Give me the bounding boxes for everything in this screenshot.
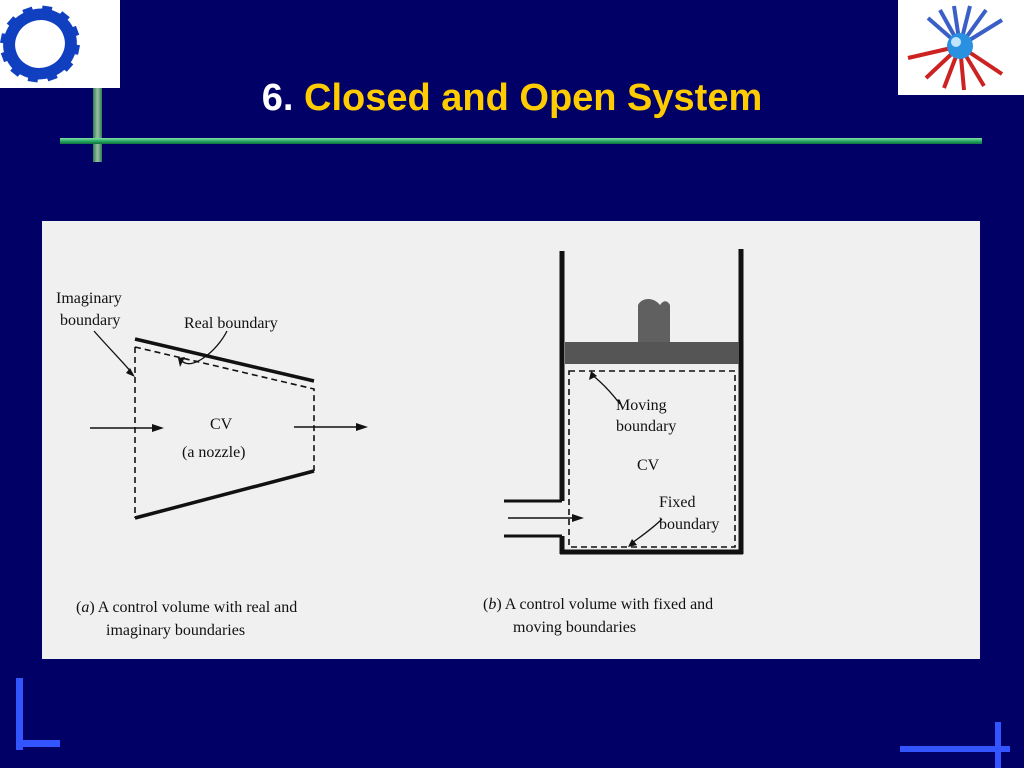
caption-a: (a) A control volume with real and <box>76 599 297 616</box>
left-logo <box>0 0 120 88</box>
moving-boundary-label-2: boundary <box>616 418 676 435</box>
imaginary-boundary-label-2: boundary <box>60 312 120 329</box>
cylinder-cv-label: CV <box>637 457 660 474</box>
fixed-boundary-label-2: boundary <box>659 516 719 533</box>
corner-mark-right-horizontal <box>900 746 1010 752</box>
caption-b: (b) A control volume with fixed and <box>483 596 713 613</box>
corner-mark-left-horizontal <box>16 740 60 747</box>
caption-a-line1: A control volume with real and <box>95 599 298 616</box>
moving-boundary-label: Moving <box>616 397 667 414</box>
caption-a-letter: a <box>81 599 89 616</box>
fan-globe-logo-icon <box>907 5 1004 91</box>
fixed-boundary-label: Fixed <box>659 494 695 511</box>
real-boundary-label: Real boundary <box>184 315 278 332</box>
corner-mark-right-vertical <box>995 722 1001 768</box>
caption-b-letter: b <box>488 596 496 613</box>
caption-b-line1: A control volume with fixed and <box>502 596 714 613</box>
caption-b-line2: moving boundaries <box>513 619 636 636</box>
piston-cylinder-diagram <box>504 249 744 555</box>
slide-title: 6. Closed and Open System <box>0 74 1024 122</box>
imaginary-boundary-label: Imaginary <box>56 290 122 307</box>
corner-mark-left-vertical <box>16 678 23 750</box>
nozzle-sub-label: (a nozzle) <box>182 444 246 461</box>
vertical-divider <box>93 88 102 162</box>
nozzle-diagram <box>90 330 368 520</box>
nozzle-cv-label: CV <box>210 416 233 433</box>
title-number: 6. <box>261 77 294 119</box>
right-logo <box>898 0 1024 95</box>
caption-a-line2: imaginary boundaries <box>106 622 245 639</box>
title-text: Closed and Open System <box>304 77 763 119</box>
horizontal-divider <box>60 138 982 144</box>
gear-logo-icon <box>0 5 80 83</box>
control-volume-figure: Imaginary boundary Real boundary CV (a n… <box>42 221 980 659</box>
